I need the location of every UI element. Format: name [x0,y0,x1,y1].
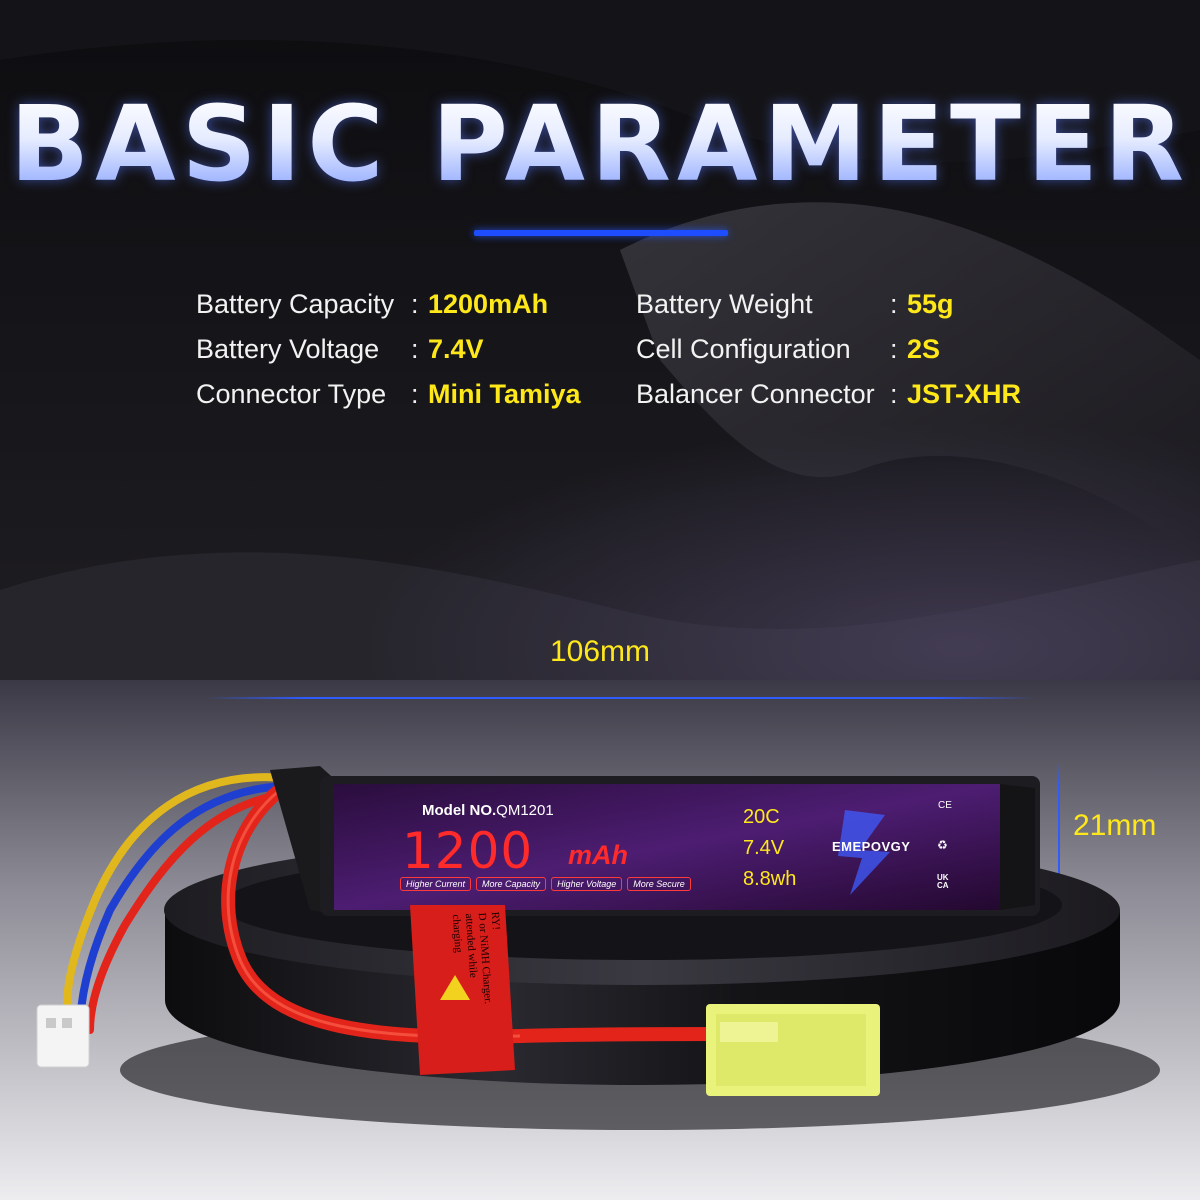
spec-separator: : [411,334,419,364]
ukca-mark: UK CA [937,873,949,890]
voltage-rating: 7.4V [743,837,785,859]
dimension-length: 106mm [550,635,651,668]
spec-value: 1200mAh [428,289,549,319]
spec-label: Battery Capacity [196,289,395,319]
spec-battery-capacity: Battery Capacity : 1200mAh [196,289,548,319]
spec-separator: : [411,379,419,409]
spec-cell-configuration: Cell Configuration : 2S [636,334,940,364]
spec-value: JST-XHR [907,379,1022,409]
warning-tag-text: RY! D or NiMH Charger. attended while ch… [449,911,507,1006]
badge: More Secure [627,877,691,891]
spec-label: Battery Weight [636,289,813,319]
spec-balancer-connector: Balancer Connector : JST-XHR [636,379,1021,409]
warning-tag [410,905,515,1075]
spec-value: Mini Tamiya [428,379,581,409]
dimension-length-line [205,697,1035,699]
mini-tamiya-connector [706,1004,880,1096]
spec-label: Balancer Connector [636,379,875,409]
spec-separator: : [890,289,898,319]
spec-label: Connector Type [196,379,387,409]
spec-separator: : [890,379,898,409]
model-prefix: Model NO. [422,802,497,819]
model-number: Model NO.QM1201 [422,802,554,819]
badge-row: Higher Current More Capacity Higher Volt… [400,877,691,891]
title-underline [474,230,728,236]
battery-label-text: Model NO.QM1201 1200 mAh Higher Current … [334,784,1000,910]
dimension-height: 21mm [1073,809,1157,842]
spec-battery-weight: Battery Weight : 55g [636,289,954,319]
spec-value: 55g [907,289,954,319]
battery-pack [270,766,1040,916]
page-title: BASIC PARAMETER [0,92,1200,196]
energy-rating: 8.8wh [743,868,797,890]
badge: Higher Current [400,877,472,891]
spec-battery-voltage: Battery Voltage : 7.4V [196,334,484,364]
ce-mark: CE [938,800,952,811]
spec-separator: : [411,289,419,319]
balance-wires [63,773,289,1034]
spec-value: 7.4V [428,334,484,364]
badge: Higher Voltage [551,877,623,891]
dimension-height-line [1058,762,1060,912]
capacity-unit: mAh [568,840,628,870]
recycle-icon: ♻ [937,838,948,852]
spec-value: 2S [907,334,941,364]
brand-logo: EMEPOVGY [832,839,911,854]
spec-label: Battery Voltage [196,334,380,364]
balance-connector [36,1004,90,1068]
model-code: QM1201 [496,802,554,819]
spec-separator: : [890,334,898,364]
spec-label: Cell Configuration [636,334,851,364]
capacity-number: 1200 [402,822,534,880]
badge: More Capacity [476,877,547,891]
c-rating: 20C [743,806,780,828]
spec-connector-type: Connector Type : Mini Tamiya [196,379,581,409]
